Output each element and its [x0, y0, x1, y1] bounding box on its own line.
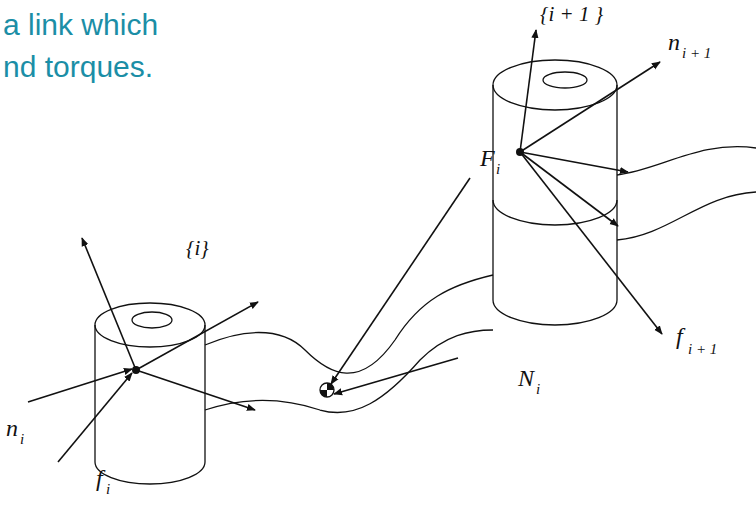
- vector-label: f: [96, 466, 103, 490]
- subscript: i + 1: [682, 46, 711, 61]
- heading-text: nd torques.: [3, 52, 153, 82]
- subscript: i: [106, 482, 110, 497]
- vector-label: n: [668, 30, 680, 54]
- vector-label: F: [480, 146, 495, 170]
- subscript: i: [496, 162, 500, 177]
- vector-label: f: [676, 324, 683, 348]
- subscript: i: [20, 432, 24, 447]
- subscript: i: [536, 382, 540, 397]
- frame-label: {i + 1 }: [540, 4, 603, 25]
- frame-label: {i}: [186, 238, 209, 259]
- vector-label: N: [518, 366, 534, 390]
- vector-label: n: [6, 416, 18, 440]
- heading-text: a link which: [3, 10, 158, 40]
- subscript: i + 1: [688, 342, 717, 357]
